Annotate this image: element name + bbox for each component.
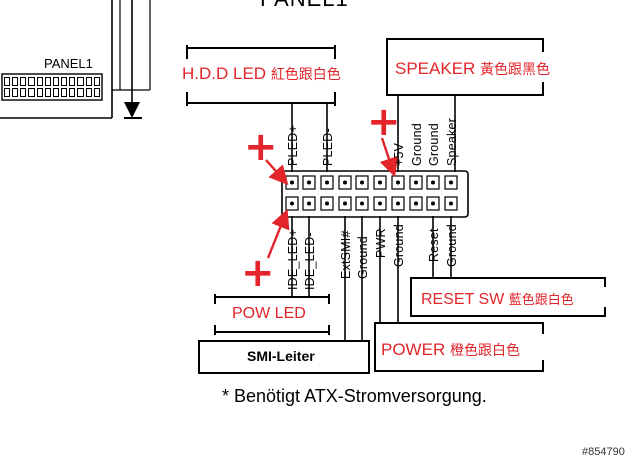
board-pin [12,77,19,86]
speaker-label: SPEAKER 黃色跟黑色 [395,59,551,78]
pin-label-speaker: Speaker [445,118,459,166]
pow-led-label: POW LED [232,305,306,322]
pin-label-pled-plus: PLED+ [286,125,300,166]
power-label: POWER 橙色跟白色 [381,340,520,359]
reset-sw-label: RESET SW 藍色跟白色 [421,291,574,308]
pin-label-ground-b: Ground [392,224,406,267]
pin-label-extsmi: ExtSMI# [339,230,353,279]
speaker-box [386,38,544,96]
pin-label-plus5v: +5V [392,142,406,166]
hdd-led-label: H.D.D LED 紅色跟白色 [182,64,341,83]
board-pin [93,77,100,86]
board-label: PANEL1 [44,56,93,71]
hdd-led-box [188,47,335,104]
plus-marker-ide: + [241,250,275,296]
motherboard-outline [0,0,151,119]
pin-label-pwr: PWR [374,228,388,258]
board-pin [61,77,68,86]
watermark: #854790 [582,446,625,458]
plus-marker-5v: + [367,99,401,145]
pin-label-ground-a: Ground [356,236,370,279]
board-pin [36,77,43,86]
pin-label-reset: Reset [427,228,441,262]
pins-bottom-row [285,196,458,211]
footnote: * Benötigt ATX-Stromversorgung. [222,386,487,406]
board-pin [20,77,27,86]
board-pin [69,77,76,86]
board-pin [44,77,51,86]
board-pin [12,88,19,97]
board-pin [28,77,35,86]
board-pin [77,88,84,97]
pin-label-pled-minus: PLED- [321,128,335,166]
board-pin [85,88,92,97]
board-pin [44,88,51,97]
board-pin [20,88,27,97]
board-connector [1,73,103,101]
pin-label-ground-1: Ground [410,123,424,166]
smi-box [198,340,370,374]
board-pin [52,77,60,86]
board-pin [93,88,100,97]
smi-label: SMI-Leiter [247,348,315,364]
board-pin [28,88,35,97]
pin-label-ide-led-minus: IDE_LED- [303,232,317,290]
board-pin [36,88,43,97]
board-pin [4,77,11,86]
board-pin [4,88,11,97]
power-box [374,322,544,372]
plus-marker-pled: + [244,124,278,170]
pin-label-ground-c: Ground [445,224,459,267]
pin-label-ground-2: Ground [427,123,441,166]
board-connector-pins [4,77,100,97]
pin-label-ide-led-plus: IDE_LED+ [286,228,300,290]
board-pin [52,88,60,97]
board-pin [61,88,68,97]
pow-led-box [216,296,330,333]
board-pin [69,88,76,97]
board-pin [85,77,92,86]
red-arrows [265,137,399,259]
board-pin [77,77,84,86]
reset-sw-box [410,277,606,317]
page-title-partial: PANEL1 [260,0,349,12]
